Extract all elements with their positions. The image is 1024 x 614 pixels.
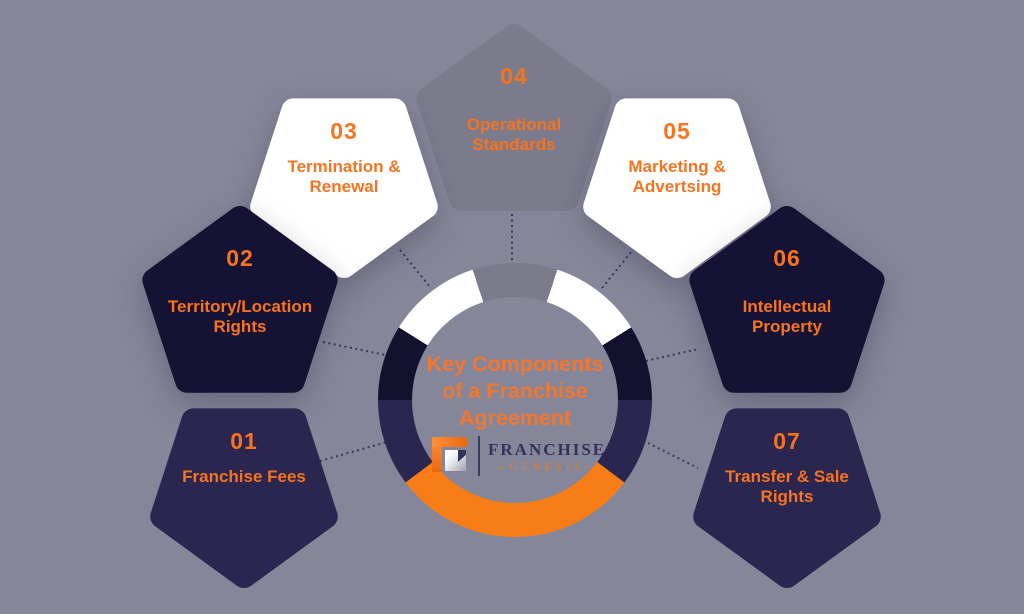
diagram-title-line: Agreement xyxy=(458,406,572,430)
logo-text: FRANCHISE —GENESIS— xyxy=(488,440,606,473)
item-number: 05 xyxy=(663,118,691,144)
item-label-line: Marketing & xyxy=(628,157,726,176)
item-label-line: Advertsing xyxy=(632,177,722,196)
item-number: 07 xyxy=(773,428,801,454)
item-label-line: Operational xyxy=(466,115,562,134)
diagram-title-line: Key Components xyxy=(426,352,604,376)
diagram-title-line: of a Franchise xyxy=(442,379,588,403)
pentagon-card-03-termination-renewal: 03 Termination & Renewal xyxy=(244,85,444,278)
item-label-line: Standards xyxy=(472,135,556,154)
connector-line xyxy=(399,249,431,288)
item-label-line: Territory/Location xyxy=(167,297,313,316)
item-number: 03 xyxy=(330,118,358,144)
pentagon-card-05-marketing-advertising: 05 Marketing & Advertsing xyxy=(577,85,777,278)
brand-subname: —GENESIS— xyxy=(494,461,600,473)
item-label-line: Intellectual xyxy=(742,297,832,316)
pentagon-shape xyxy=(693,408,881,588)
item-number: 06 xyxy=(773,245,801,271)
logo-icon-left-bar xyxy=(432,437,442,472)
connector-line xyxy=(647,442,699,469)
item-label-line: Rights xyxy=(760,487,814,506)
connector-line xyxy=(645,348,699,362)
pentagon-card-01-franchise-fees: 01 Franchise Fees xyxy=(144,395,344,588)
brand-logo: FRANCHISE —GENESIS— xyxy=(432,436,606,476)
logo-icon-top-bar xyxy=(432,437,467,447)
pentagon-card-04-operational-standards: 04 Operational Standards xyxy=(414,24,614,221)
item-number: 02 xyxy=(226,245,254,271)
logo-icon-notch xyxy=(458,450,466,462)
item-label-line: Property xyxy=(752,317,822,336)
item-label-line: Franchise Fees xyxy=(182,467,306,486)
pentagon-card-07-transfer-sale-rights: 07 Transfer & Sale Rights xyxy=(687,395,887,588)
pentagon-shape xyxy=(689,206,885,393)
pentagon-shape xyxy=(150,408,338,588)
pentagon-shape xyxy=(250,98,438,278)
connector-line xyxy=(319,441,388,462)
item-label-line: Transfer & Sale xyxy=(725,467,849,486)
brand-name: FRANCHISE xyxy=(488,439,607,459)
diagram-title: Key Components of a Franchise Agreement xyxy=(395,351,635,432)
item-label-line: Rights xyxy=(213,317,267,336)
pentagon-shape xyxy=(583,98,771,278)
logo-divider xyxy=(478,436,480,476)
item-label-line: Renewal xyxy=(309,177,379,196)
pentagon-shape xyxy=(416,24,612,211)
franchise-genesis-logo-icon xyxy=(432,436,470,476)
item-number: 01 xyxy=(230,428,258,454)
item-label-line: Termination & xyxy=(287,157,401,176)
item-number: 04 xyxy=(500,63,528,89)
connector-line xyxy=(322,341,391,357)
pentagon-card-02-territory-location-rights: 02 Territory/Location Rights xyxy=(140,206,340,403)
connector-line xyxy=(601,250,633,289)
pentagon-card-06-intellectual-property: 06 Intellectual Property xyxy=(687,206,887,403)
pentagon-shape xyxy=(142,206,338,393)
